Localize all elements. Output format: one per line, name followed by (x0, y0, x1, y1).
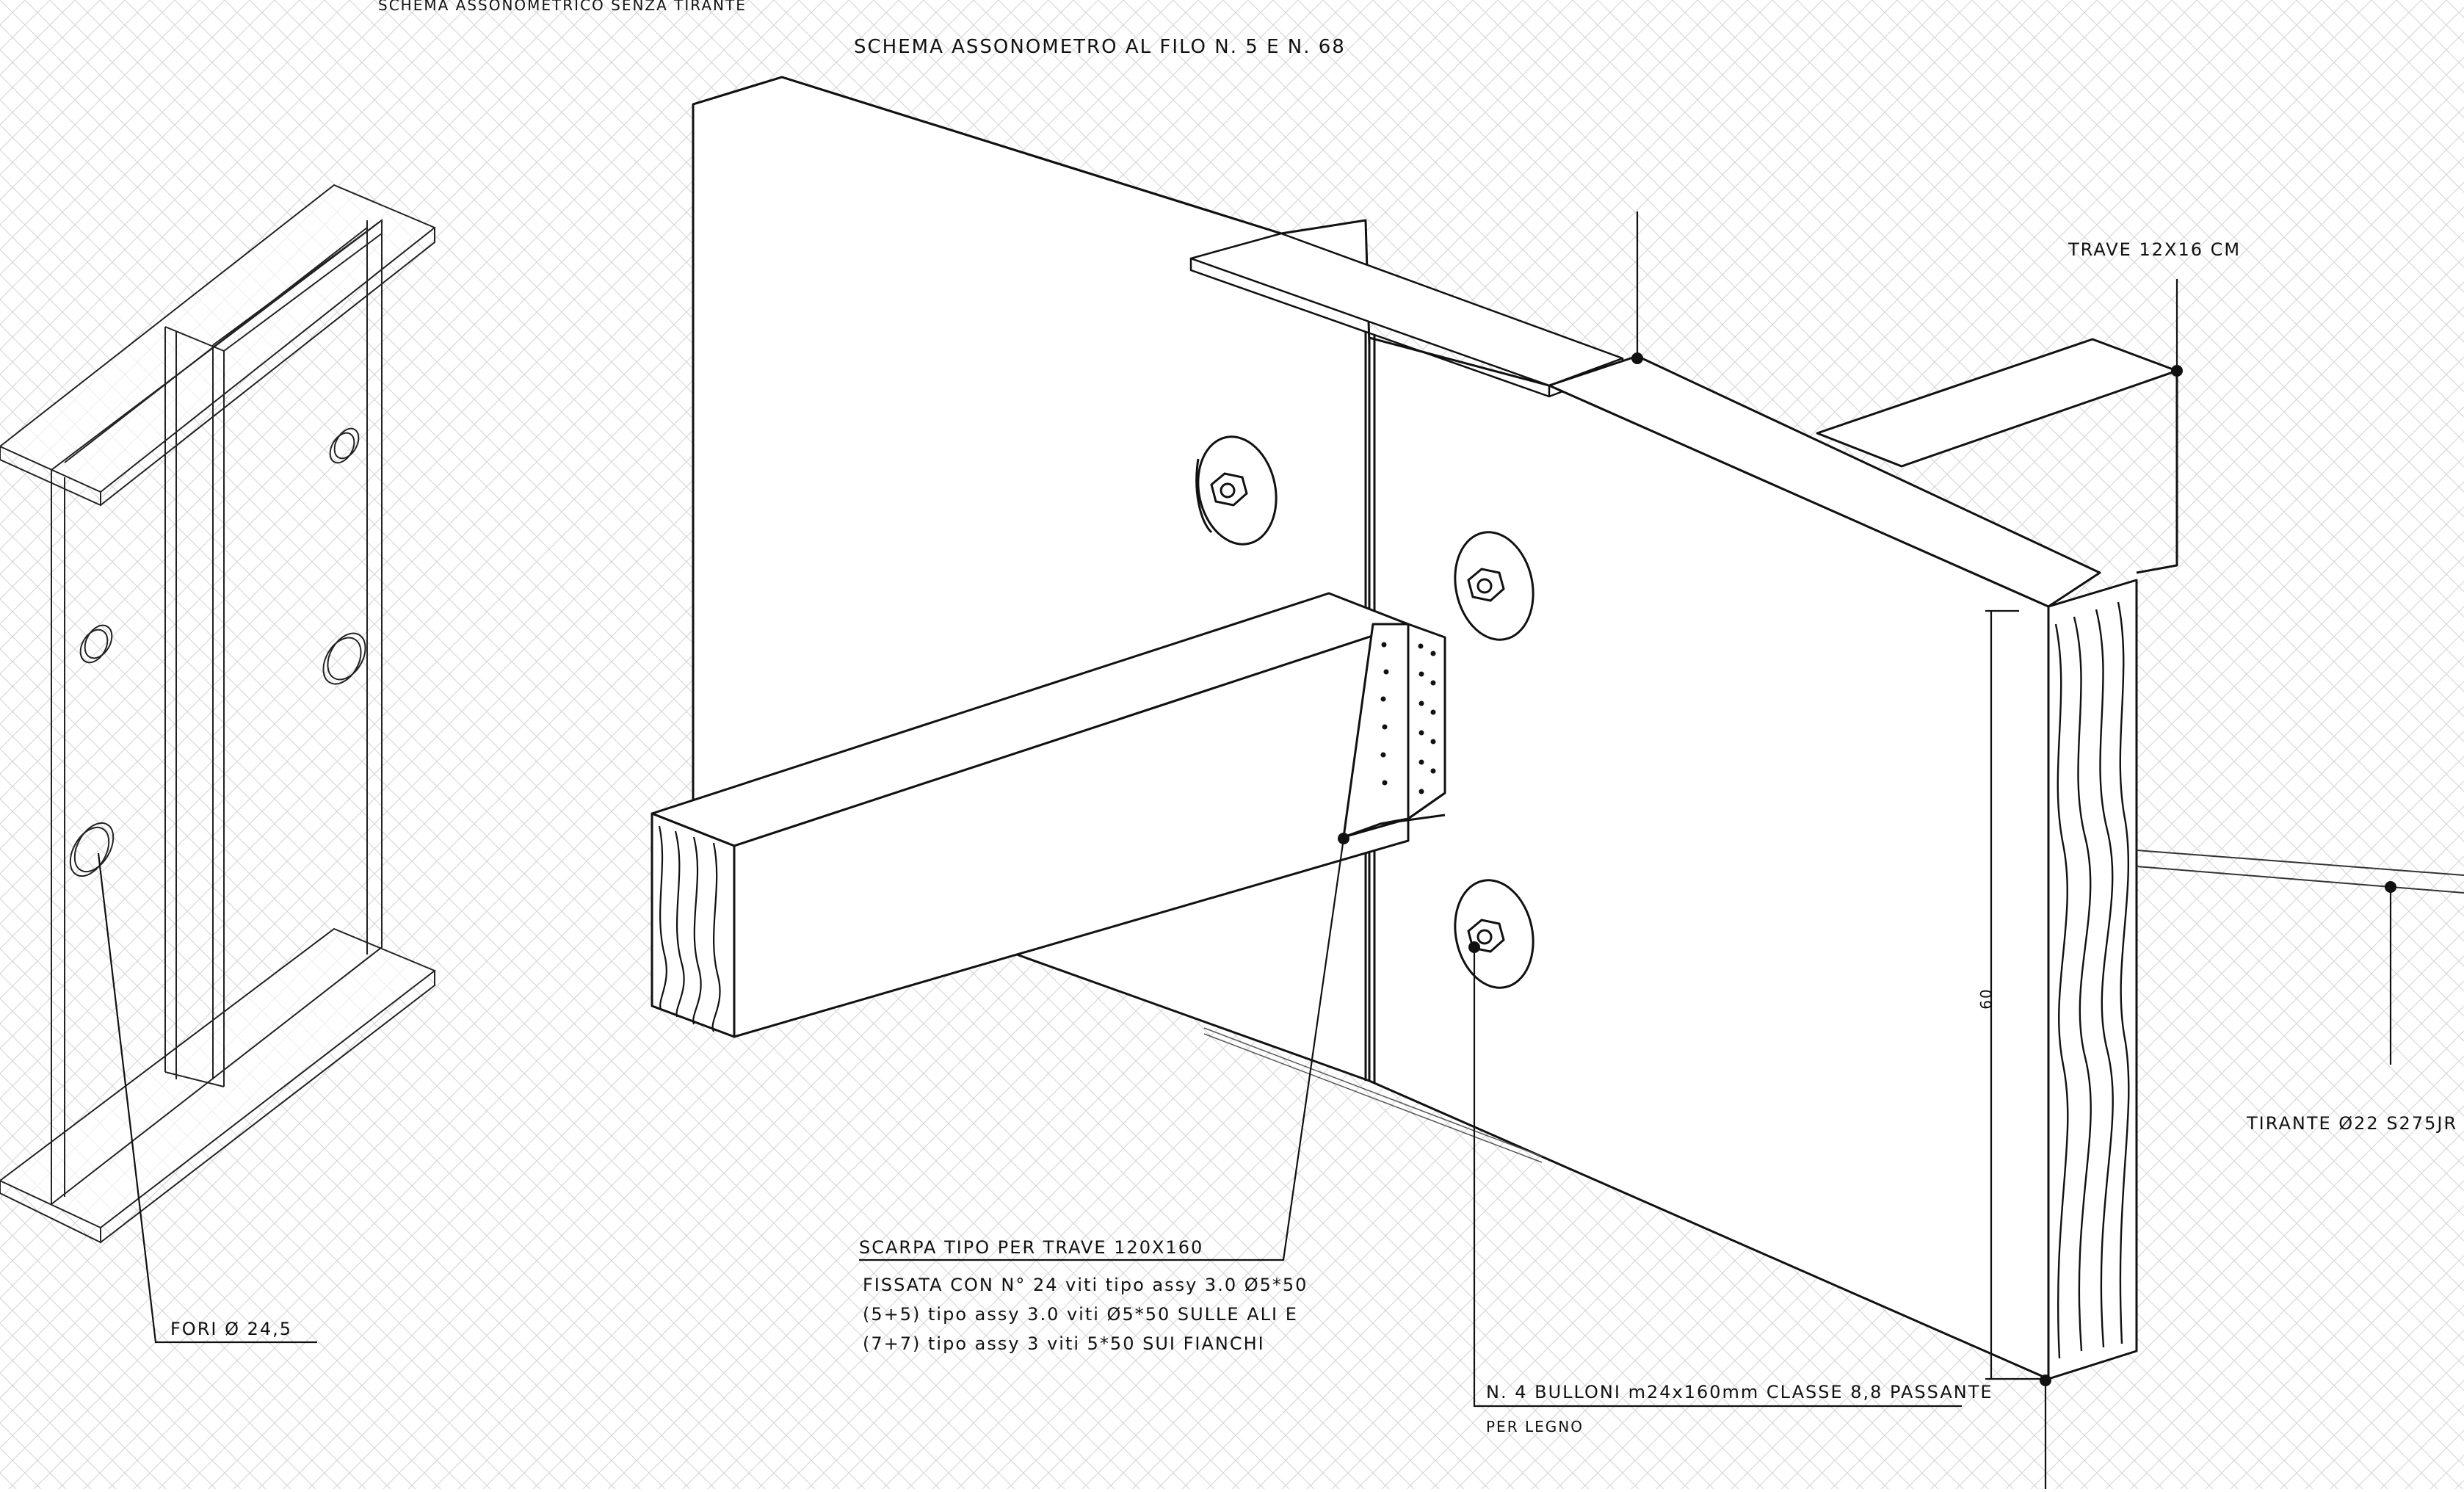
label-trave: TRAVE 12X16 CM (2068, 239, 2241, 260)
height-dimension (1985, 609, 2048, 1380)
beam-end-grain (658, 825, 721, 1032)
label-bulloni: N. 4 BULLONI m24x160mm CLASSE 8,8 PASSAN… (1486, 1382, 1993, 1402)
label-scarpa-title: SCARPA TIPO PER TRAVE 120X160 (859, 1237, 1203, 1258)
title-main: SCHEMA ASSONOMETRO AL FILO N. 5 E N. 68 (854, 36, 1346, 58)
title-no-tie: SCHEMA ASSONOMETRICO SENZA TIRANTE (378, 0, 747, 14)
holes-leader (97, 852, 317, 1344)
label-bulloni-sub: PER LEGNO (1486, 1418, 1584, 1435)
beam-with-shoe (651, 592, 1446, 1038)
column-end-grain (2054, 601, 2130, 1359)
steel-plate-wireframe (0, 184, 436, 1244)
bolt-1 (1195, 435, 1278, 546)
bolt-2 (1454, 531, 1534, 641)
tie-rod (2136, 850, 2464, 894)
shoe-screws (1380, 642, 1436, 794)
label-scarpa-line2: (5+5) tipo assy 3.0 viti Ø5*50 SULLE ALI… (863, 1304, 1298, 1325)
label-scarpa-line3: (7+7) tipo assy 3 viti 5*50 SUI FIANCHI (863, 1333, 1265, 1354)
dimension-label: 60 (1977, 988, 1995, 1009)
label-scarpa-line1: FISSATA CON N° 24 viti tipo assy 3.0 Ø5*… (863, 1275, 1308, 1295)
label-fori: FORI Ø 24,5 (170, 1319, 292, 1339)
leader-lines (859, 211, 2392, 1489)
label-tirante: TIRANTE Ø22 S275JR (2246, 1113, 2457, 1134)
leader-dots (1338, 352, 2396, 1386)
